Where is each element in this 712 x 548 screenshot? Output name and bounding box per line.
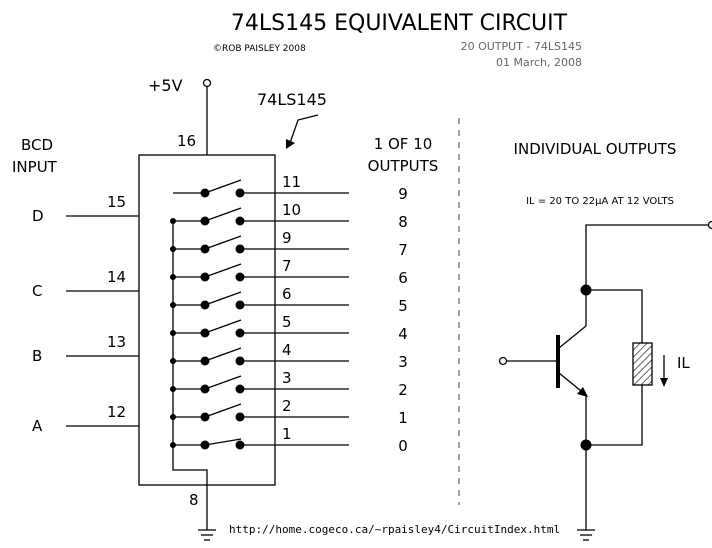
- output-pin-label: 10: [282, 201, 301, 219]
- output-index-label: 4: [398, 325, 408, 343]
- output-index-label: 8: [398, 213, 408, 231]
- bus-to-ground: [172, 445, 208, 485]
- output-heading-line1: 1 OF 10: [374, 135, 433, 153]
- input-pin-label: 13: [107, 333, 126, 351]
- input-pin-label: 14: [107, 268, 126, 286]
- output-terminal: [707, 220, 712, 230]
- input-lines: D 15C 14B 13A 12: [32, 193, 139, 435]
- output-pin-label: 5: [282, 313, 292, 331]
- input-heading-line1: BCD: [21, 136, 53, 154]
- resistor-top-wire: [586, 289, 643, 343]
- switch-blade-open: [204, 207, 242, 222]
- output-pin-label: 7: [282, 257, 292, 275]
- base-terminal: [498, 356, 508, 366]
- current-note: IL = 20 TO 22µA AT 12 VOLTS: [526, 196, 674, 207]
- part-arrow-head: [286, 139, 295, 149]
- output-pin-label: 9: [282, 229, 292, 247]
- collector-wire: [585, 224, 710, 326]
- output-index-label: 1: [398, 409, 408, 427]
- output-pin-label: 2: [282, 397, 292, 415]
- subtitle-line2: 01 March, 2008: [496, 56, 582, 69]
- input-name: A: [32, 417, 43, 435]
- part-label: 74LS145: [257, 90, 327, 109]
- load-resistor: [632, 342, 653, 386]
- output-index-label: 6: [398, 269, 408, 287]
- copyright-note: ©ROB PAISLEY 2008: [213, 44, 306, 54]
- ground-symbol-transistor: [577, 529, 595, 541]
- footer-url: http://home.cogeco.ca/~rpaisley4/Circuit…: [229, 523, 560, 536]
- subtitle-line1: 20 OUTPUT - 74LS145: [461, 40, 582, 53]
- gnd-pin-label: 8: [189, 491, 199, 509]
- switch-blade-open: [204, 403, 242, 418]
- output-index-label: 3: [398, 353, 408, 371]
- switch-blade-open: [204, 291, 242, 306]
- part-arrow-line: [288, 114, 319, 147]
- output-pin-label: 1: [282, 425, 292, 443]
- resistor-bottom-wire: [586, 385, 643, 446]
- output-index-label: 7: [398, 241, 408, 259]
- diagram-title: 74LS145 EQUIVALENT CIRCUIT: [231, 11, 568, 36]
- input-name: B: [32, 347, 42, 365]
- switch-blade-open: [204, 263, 242, 278]
- vcc-pin-label: 16: [177, 132, 196, 150]
- input-name: D: [32, 207, 44, 225]
- input-name: C: [32, 282, 42, 300]
- input-pin-label: 12: [107, 403, 126, 421]
- current-arrow-head: [660, 378, 668, 387]
- output-pin-label: 11: [282, 173, 301, 191]
- switch-blade-open: [204, 375, 242, 390]
- transistor-collector: [558, 325, 587, 349]
- output-index-label: 0: [398, 437, 408, 455]
- input-heading-line2: INPUT: [12, 158, 58, 176]
- output-index-label: 5: [398, 297, 408, 315]
- chip-body: [138, 154, 276, 486]
- output-heading-line2: OUTPUTS: [368, 157, 439, 175]
- emitter-arrow: [577, 387, 588, 397]
- output-pin-label: 6: [282, 285, 292, 303]
- supply-label: +5V: [148, 76, 183, 95]
- output-index-label: 9: [398, 185, 408, 203]
- input-pin-label: 15: [107, 193, 126, 211]
- switch-blade-closed: [204, 438, 242, 446]
- individual-heading: INDIVIDUAL OUTPUTS: [514, 140, 677, 158]
- switch-blade-open: [204, 347, 242, 362]
- supply-terminal: [202, 78, 212, 88]
- switch-blade-open: [204, 319, 242, 334]
- switch-blade-open: [204, 179, 242, 194]
- output-index-label: 2: [398, 381, 408, 399]
- switch-blade-open: [204, 235, 242, 250]
- output-pin-label: 3: [282, 369, 292, 387]
- ground-symbol-chip: [198, 529, 216, 541]
- current-label: IL: [677, 354, 690, 372]
- output-pin-label: 4: [282, 341, 292, 359]
